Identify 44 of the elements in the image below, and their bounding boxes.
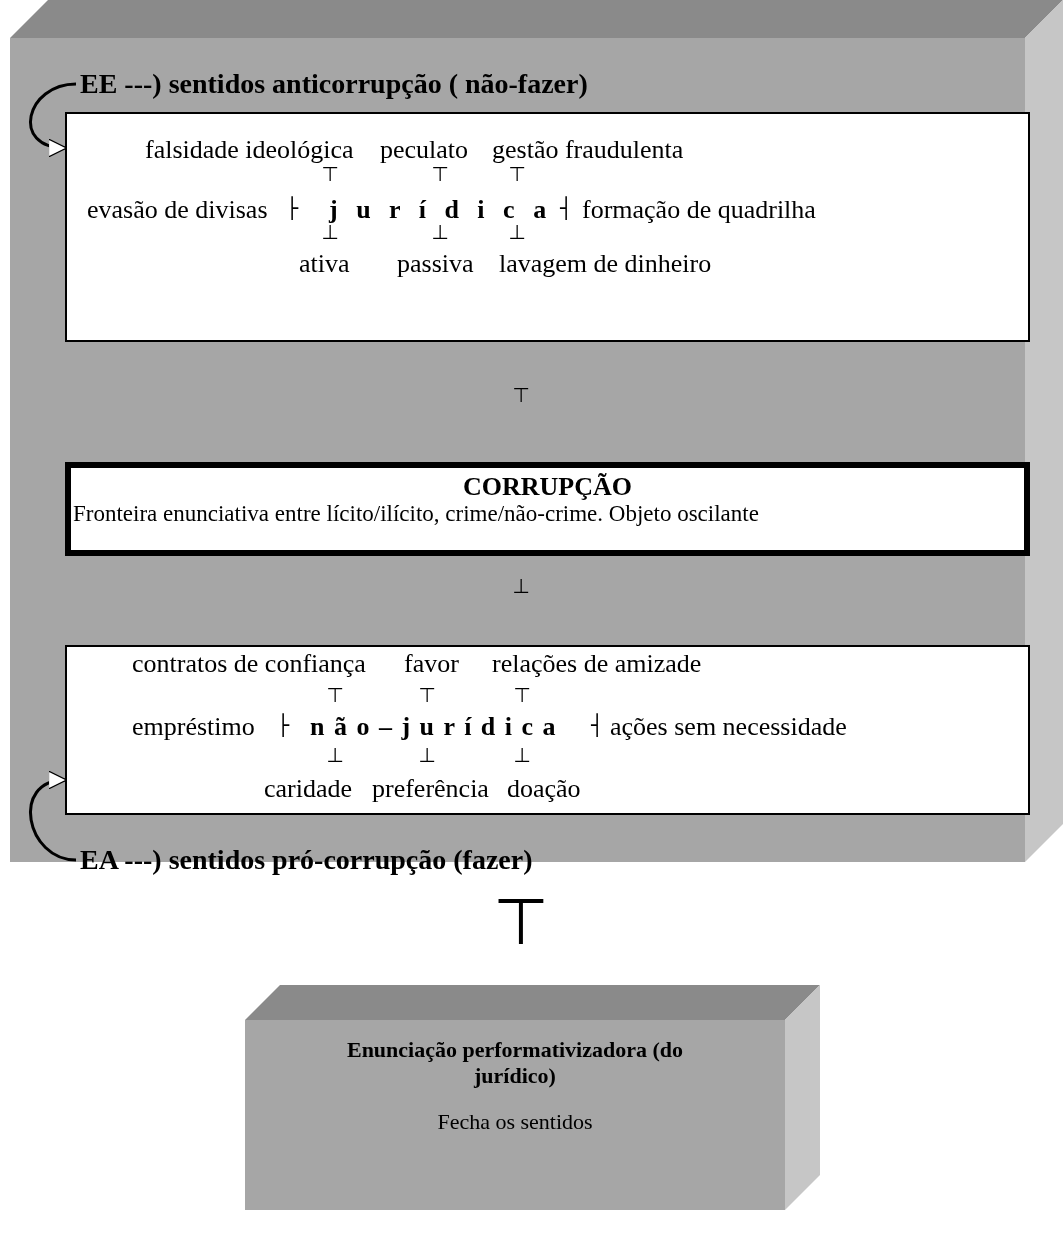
term-text: doação	[507, 774, 581, 804]
term-text: favor	[404, 649, 459, 679]
term-text: ações sem necessidade	[610, 712, 847, 742]
relation-sign: ⊤	[326, 684, 344, 706]
term-text: gestão fraudulenta	[492, 135, 684, 165]
curved-arrow	[29, 82, 77, 156]
emphasis-box	[65, 462, 1030, 556]
relation-sign: ⊥	[513, 744, 531, 766]
section-heading: EE ---) sentidos anticorrupção ( não-fazer)	[80, 68, 588, 100]
relation-sign: ⊥	[512, 575, 530, 597]
term-text: formação de quadrilha	[582, 195, 816, 225]
relation-sign: ⊥	[326, 744, 344, 766]
section-heading: EA ---) sentidos pró-corrupção (fazer)	[80, 844, 533, 876]
relation-sign: ┤	[560, 197, 572, 219]
relation-sign: ⊤	[508, 163, 526, 185]
term-text: relações de amizade	[492, 649, 702, 679]
relation-sign: ├	[277, 714, 289, 736]
term-text: caridade	[264, 774, 353, 804]
relation-sign: ⊤	[493, 888, 549, 956]
relation-sign: ⊤	[513, 684, 531, 706]
term-text: ativa	[299, 249, 350, 279]
term-text: peculato	[380, 135, 469, 165]
term-text: lavagem de dinheiro	[499, 249, 712, 279]
box-title: CORRUPÇÃO	[462, 472, 633, 502]
term-text: evasão de divisas	[87, 195, 268, 225]
text-box	[65, 112, 1030, 342]
term-text: preferência	[372, 774, 489, 804]
block-title: Enunciação performativizadora (do jurídico)	[345, 1037, 685, 1089]
relation-sign: ⊥	[418, 744, 436, 766]
term-text: passiva	[397, 249, 474, 279]
relation-sign: ├	[286, 197, 298, 219]
term-text: empréstimo	[132, 712, 255, 742]
curved-arrow	[29, 772, 77, 862]
term-text: contratos de confiança	[132, 649, 366, 679]
relation-sign: ┤	[591, 714, 603, 736]
key-term: n ã o – j u r í d i c a	[310, 712, 556, 742]
description-text: Fronteira enunciativa entre lícito/ilícito, crime/não-crime. Objeto oscilante	[73, 500, 759, 527]
term-text: falsidade ideológica	[145, 135, 354, 165]
relation-sign: ⊤	[512, 384, 530, 406]
relation-sign: ⊤	[418, 684, 436, 706]
relation-sign: ⊤	[431, 163, 449, 185]
relation-sign: ⊤	[321, 163, 339, 185]
block-text: Fecha os sentidos	[436, 1109, 594, 1135]
text-box	[65, 645, 1030, 815]
